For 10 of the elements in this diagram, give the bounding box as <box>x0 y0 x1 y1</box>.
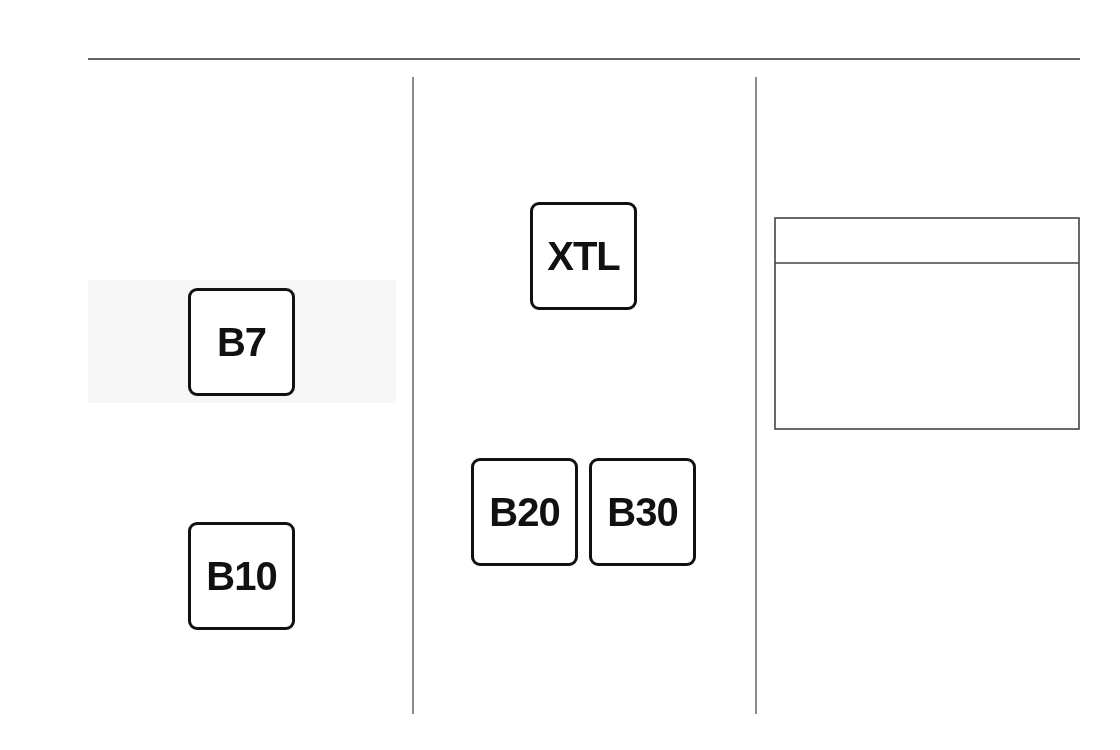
symbol-code: B20 <box>489 492 560 532</box>
symbol-code: B30 <box>607 492 678 532</box>
symbol-box <box>188 288 295 396</box>
symbol-box <box>471 458 578 566</box>
symbol-code: B7 <box>216 322 267 362</box>
symbol-box <box>188 522 295 630</box>
symbol-box <box>589 458 696 566</box>
symbol-code: B10 <box>206 556 277 596</box>
symbol-code: XTL <box>547 236 620 276</box>
symbol-box <box>530 202 637 310</box>
